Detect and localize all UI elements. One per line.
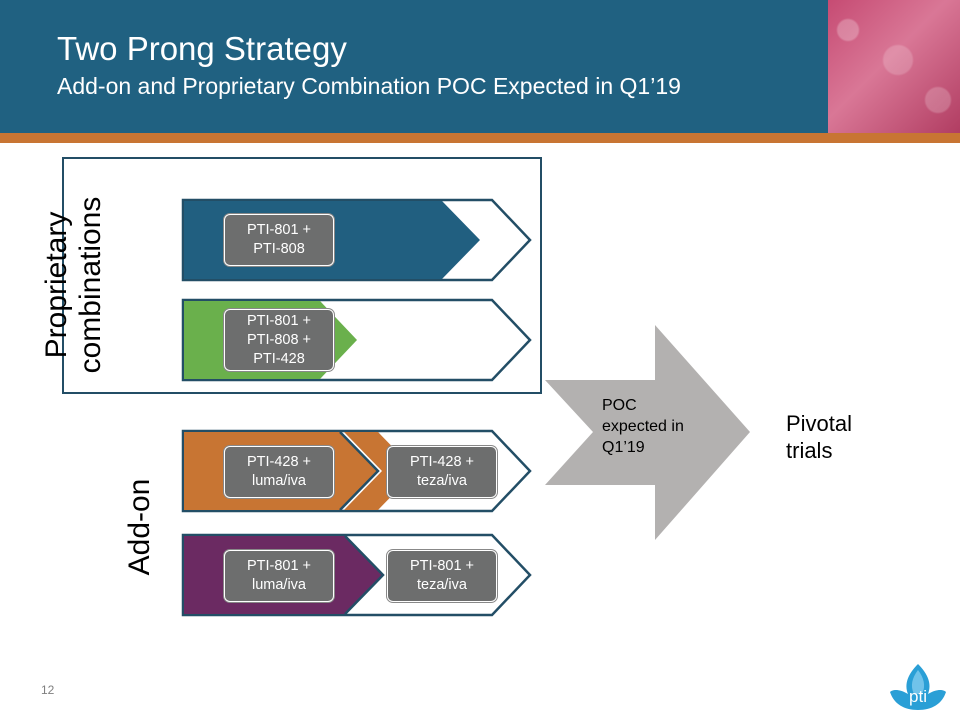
poc-arrow <box>545 325 750 540</box>
page-number: 12 <box>41 683 55 697</box>
pti-logo-text: pti <box>909 687 927 706</box>
chip-pti428-teza-iva: PTI-428 + teza/iva <box>387 446 497 498</box>
slide-subtitle: Add-on and Proprietary Combination POC E… <box>57 73 681 99</box>
chip-pti801-teza-iva: PTI-801 + teza/iva <box>387 550 497 602</box>
header-band <box>0 0 960 133</box>
chip-pti801-pti808-pti428: PTI-801 + PTI-808 + PTI-428 <box>224 309 334 371</box>
slide-title: Two Prong Strategy <box>57 30 347 67</box>
row3-divider <box>339 431 380 511</box>
header-stripe <box>0 133 960 143</box>
add-on-label: Add-on <box>123 478 156 576</box>
row4-divider <box>344 535 385 615</box>
chip-pti801-pti808: PTI-801 + PTI-808 <box>224 214 334 266</box>
header-photo <box>828 0 960 133</box>
chip-pti428-luma-iva: PTI-428 + luma/iva <box>224 446 334 498</box>
chip-pti801-luma-iva: PTI-801 + luma/iva <box>224 550 334 602</box>
pti-logo: pti <box>890 664 946 710</box>
poc-arrow-label: POC expected in Q1’19 <box>602 397 684 456</box>
proprietary-combinations-label: Proprietary combinations <box>40 196 107 374</box>
pivotal-trials-label: Pivotal trials <box>786 411 853 463</box>
proprietary-group-box <box>62 157 542 394</box>
